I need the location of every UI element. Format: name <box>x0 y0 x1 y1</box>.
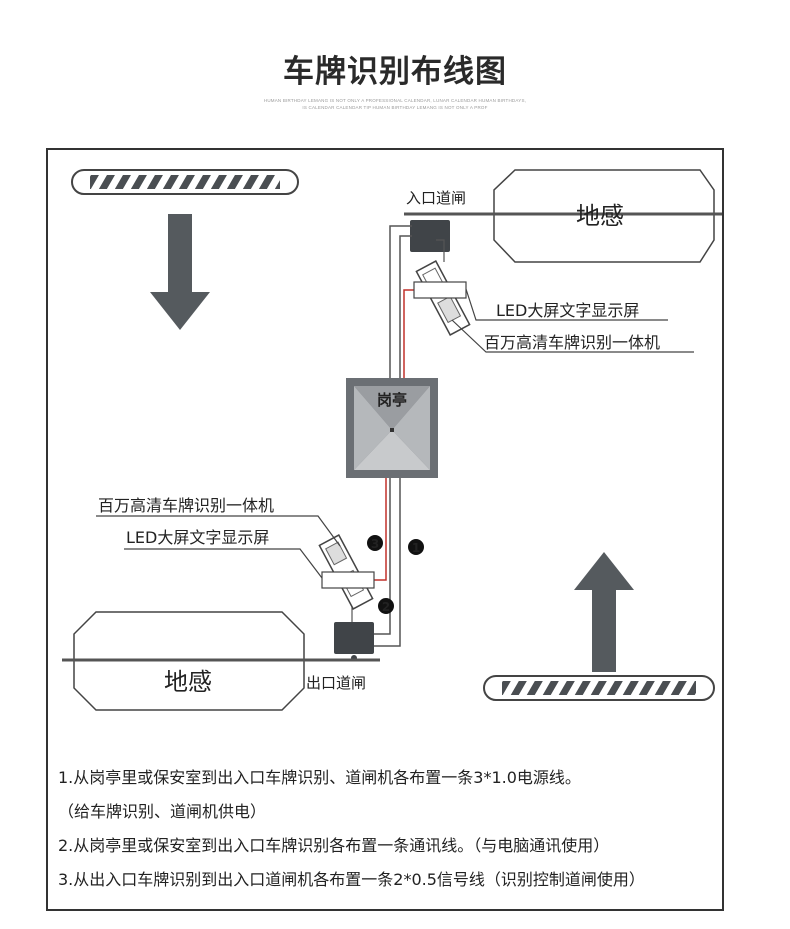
arrow-up-icon <box>574 552 634 672</box>
camera-top: LED大屏文字显示屏 百万高清车牌识别一体机 <box>413 260 694 353</box>
wire-marker-2: 2 <box>378 598 394 614</box>
entrance-gate-label: 入口道闸 <box>406 189 466 207</box>
wires-exit <box>351 478 401 647</box>
callout-bottom-led: LED大屏文字显示屏 <box>126 528 269 547</box>
barrier-bar-bottom-right <box>483 675 715 701</box>
loop-top-label: 地感 <box>576 202 624 230</box>
callout-top-led: LED大屏文字显示屏 <box>496 301 639 320</box>
camera-bottom: 百万高清车牌识别一体机 LED大屏文字显示屏 <box>96 496 375 610</box>
note-1-sub: （给车牌识别、道闸机供电） <box>58 802 267 821</box>
wire-marker-3: 3 <box>367 535 383 551</box>
callout-bottom-camera: 百万高清车牌识别一体机 <box>98 496 274 515</box>
guard-booth: 岗亭 <box>346 378 438 478</box>
note-2: 2.从岗亭里或保安室到出入口车牌识别各布置一条通讯线。（与电脑通讯使用） <box>58 836 610 855</box>
wire-marker-1: 1 <box>408 539 424 555</box>
svg-text:1: 1 <box>412 541 420 555</box>
svg-text:2: 2 <box>382 600 390 614</box>
svg-text:3: 3 <box>371 537 379 551</box>
page-title: 车牌识别布线图 <box>283 54 507 90</box>
ground-loop-bottom: 地感 <box>62 611 380 711</box>
exit-gate-label: 出口道闸 <box>306 674 366 692</box>
tagline-line-1: HUMAN BIRTHDAY LEMANG IS NOT ONLY A PROF… <box>263 98 527 103</box>
callout-top-camera: 百万高清车牌识别一体机 <box>484 333 660 352</box>
tagline-line-2: IS CALENDAR CALENDAR TIP HUMAN BIRTHDAY … <box>302 105 488 110</box>
ground-loop-top: 地感 <box>404 169 722 263</box>
diagram-frame <box>46 148 724 911</box>
arrow-down-icon <box>150 214 210 330</box>
booth-label: 岗亭 <box>377 391 407 409</box>
entrance-gate: 入口道闸 <box>406 189 466 252</box>
exit-gate: 出口道闸 <box>306 622 374 692</box>
note-1: 1.从岗亭里或保安室到出入口车牌识别、道闸机各布置一条3*1.0电源线。 <box>58 768 581 787</box>
note-3: 3.从出入口车牌识别到出入口道闸机各布置一条2*0.5信号线（识别控制道闸使用） <box>58 870 645 889</box>
barrier-bar-top-left <box>71 169 299 195</box>
loop-bottom-label: 地感 <box>164 668 212 696</box>
